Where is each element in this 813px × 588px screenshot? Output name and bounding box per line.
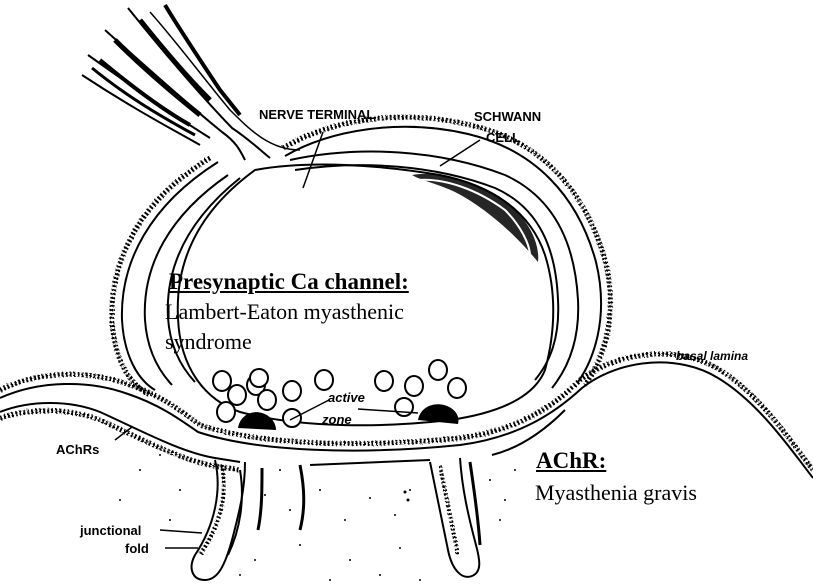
achrs-label: AChRs <box>56 443 99 456</box>
schwann-cell-outer <box>283 117 610 385</box>
basal-lamina-label: basal lamina <box>676 350 748 362</box>
schwann-cell-label-line2: CELL <box>486 131 520 144</box>
junctional-fold-label-line2: fold <box>125 542 149 555</box>
junctional-fold-label-line1: junctional <box>80 524 141 537</box>
achr-disease: Myasthenia gravis <box>535 482 697 504</box>
nerve-terminal-label: NERVE TERMINAL <box>259 108 374 121</box>
presynaptic-heading: Presynaptic Ca channel: <box>169 270 409 293</box>
axon-fibers <box>82 5 300 160</box>
junctional-folds <box>192 458 480 580</box>
presynaptic-disease-line2: syndrome <box>165 331 252 353</box>
active-zone-label-line1: active <box>328 391 365 404</box>
active-zone-label-line2: zone <box>322 413 352 426</box>
achr-heading: AChR: <box>536 449 606 472</box>
schwann-cell-label-line1: SCHWANN <box>474 110 541 123</box>
stippling <box>119 454 516 581</box>
presynaptic-disease-line1: Lambert-Eaton myasthenic <box>165 301 404 323</box>
